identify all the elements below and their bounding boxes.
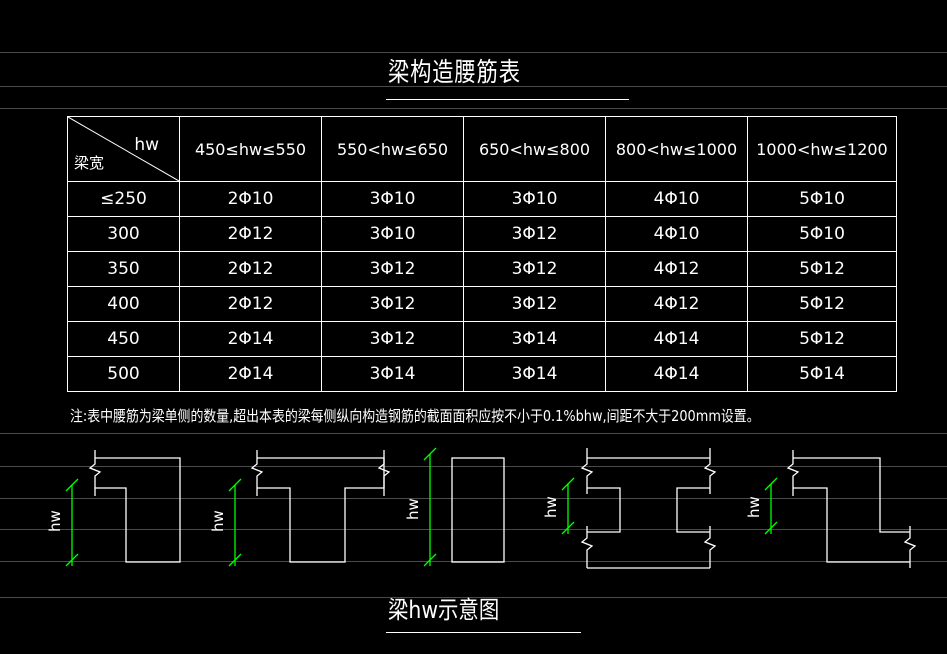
row-width: 450 (67, 321, 180, 357)
beam-section-3 (451, 457, 505, 563)
beam-section-4 (580, 448, 717, 569)
table-row: 450 2Φ14 3Φ12 3Φ14 4Φ14 5Φ12 (67, 321, 897, 357)
table-cell: 3Φ12 (463, 216, 606, 252)
table-cell: 3Φ12 (321, 286, 464, 322)
table-cell: 5Φ10 (747, 216, 897, 252)
table-cell: 3Φ12 (321, 321, 464, 357)
column-header: 450≤hw≤550 (179, 116, 322, 182)
hw-label: hw (404, 498, 422, 520)
row-width: 300 (67, 216, 180, 252)
table-cell: 3Φ10 (463, 181, 606, 217)
table-cell: 3Φ14 (463, 321, 606, 357)
beam-section-1 (88, 450, 181, 563)
hw-label: hw (745, 496, 763, 518)
table-cell: 5Φ12 (747, 286, 897, 322)
table-cell: 3Φ14 (463, 356, 606, 392)
beam-section-2 (250, 450, 391, 563)
table-row: ≤250 2Φ10 3Φ10 3Φ10 4Φ10 5Φ10 (67, 181, 897, 217)
table-cell: 4Φ12 (605, 251, 748, 287)
hw-label: hw (209, 510, 227, 532)
table-cell: 5Φ10 (747, 181, 897, 217)
table-cell: 3Φ12 (321, 251, 464, 287)
table-cell: 4Φ12 (605, 286, 748, 322)
table-row: 300 2Φ12 3Φ10 3Φ12 4Φ10 5Φ10 (67, 216, 897, 252)
table-cell: 2Φ12 (179, 251, 322, 287)
corner-cell: hw 梁宽 (67, 116, 180, 182)
table-cell: 5Φ12 (747, 321, 897, 357)
table-cell: 2Φ14 (179, 356, 322, 392)
table-cell: 3Φ10 (321, 216, 464, 252)
table-header-row: hw 梁宽 450≤hw≤550 550<hw≤650 650<hw≤800 8… (67, 116, 897, 182)
title-underline (386, 99, 629, 100)
beam-hw-diagram: hw hw hw hw hw (46, 447, 917, 569)
guide-line (0, 597, 947, 598)
hw-dimension-1 (65, 478, 79, 567)
guide-line (0, 498, 947, 499)
table-row: 350 2Φ12 3Φ12 3Φ12 4Φ12 5Φ12 (67, 251, 897, 287)
row-width: ≤250 (67, 181, 180, 217)
table-cell: 3Φ12 (463, 286, 606, 322)
column-header: 1000<hw≤1200 (747, 116, 897, 182)
hw-dimension-3 (423, 447, 437, 567)
hw-dimension-5 (764, 477, 778, 535)
guide-line (0, 529, 947, 530)
table-row: 400 2Φ12 3Φ12 3Φ12 4Φ12 5Φ12 (67, 286, 897, 322)
guide-line (0, 52, 947, 53)
corner-hw-label: hw (134, 135, 159, 155)
table-cell: 3Φ12 (463, 251, 606, 287)
table-note: 注:表中腰筋为梁单侧的数量,超出本表的梁每侧纵向构造钢筋的截面面积应按不小于0.… (70, 407, 760, 425)
guide-line (0, 86, 947, 87)
guide-line (0, 433, 947, 434)
guide-line (0, 108, 947, 109)
rebar-table: hw 梁宽 450≤hw≤550 550<hw≤650 650<hw≤800 8… (67, 116, 897, 392)
column-header: 550<hw≤650 (321, 116, 464, 182)
row-width: 350 (67, 251, 180, 287)
table-cell: 4Φ10 (605, 181, 748, 217)
hw-dimension-4 (561, 477, 575, 535)
table-cell: 2Φ14 (179, 321, 322, 357)
table-cell: 5Φ14 (747, 356, 897, 392)
column-header: 800<hw≤1000 (605, 116, 748, 182)
page-title: 梁构造腰筋表 (388, 58, 521, 88)
hw-label: hw (542, 496, 560, 518)
row-width: 500 (67, 356, 180, 392)
table-cell: 2Φ12 (179, 286, 322, 322)
hw-dimension-2 (228, 478, 242, 567)
caption-underline (386, 632, 581, 633)
table-cell: 4Φ14 (605, 321, 748, 357)
hw-label: hw (46, 510, 64, 532)
corner-diagonal (68, 117, 179, 181)
corner-width-label: 梁宽 (74, 154, 105, 172)
column-header: 650<hw≤800 (463, 116, 606, 182)
table-cell: 4Φ10 (605, 216, 748, 252)
beam-section-5 (786, 450, 917, 568)
table-cell: 2Φ10 (179, 181, 322, 217)
guide-line (0, 466, 947, 467)
table-row: 500 2Φ14 3Φ14 3Φ14 4Φ14 5Φ14 (67, 356, 897, 392)
table-cell: 3Φ10 (321, 181, 464, 217)
row-width: 400 (67, 286, 180, 322)
diagram-caption: 梁hw示意图 (388, 596, 500, 624)
table-cell: 4Φ14 (605, 356, 748, 392)
table-cell: 5Φ12 (747, 251, 897, 287)
table-cell: 3Φ14 (321, 356, 464, 392)
table-cell: 2Φ12 (179, 216, 322, 252)
